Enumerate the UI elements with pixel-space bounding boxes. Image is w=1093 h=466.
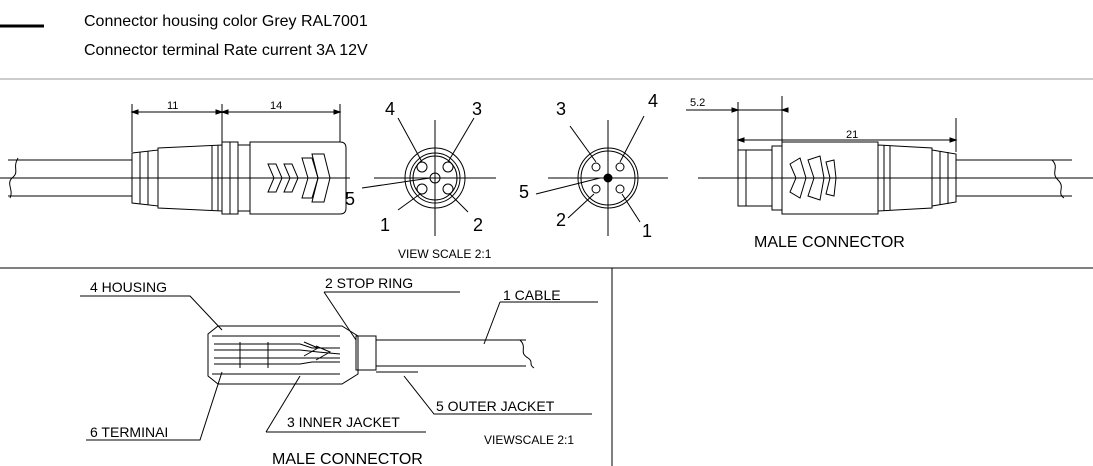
male-pin-2-label: 2	[556, 210, 566, 230]
section-view-scale-label: VIEWSCALE 2:1	[484, 433, 574, 447]
terminal-callout: 6 TERMINAI	[90, 424, 168, 440]
female-pin-1-label: 1	[380, 215, 390, 235]
stop-ring-callout: 2 STOP RING	[325, 275, 413, 291]
male-pin-5-label: 5	[519, 182, 529, 202]
housing-callout: 4 HOUSING	[90, 279, 167, 295]
male-pin-1-label: 1	[642, 221, 652, 241]
male-pin-3-label: 3	[556, 99, 566, 119]
male-connector-side-view	[686, 96, 1093, 215]
terminal-current-note: Connector terminal Rate current 3A 12V	[84, 42, 368, 59]
male-face-view	[535, 115, 668, 236]
female-connector-side-view	[0, 104, 350, 215]
female-face-view	[361, 117, 496, 236]
female-pin-2-label: 2	[473, 215, 483, 235]
dim-5-2-label: 5.2	[690, 97, 705, 109]
outer-jacket-callout: 5 OUTER JACKET	[436, 398, 555, 414]
cable-callout: 1 CABLE	[503, 287, 561, 303]
male-pin-4-label: 4	[648, 91, 658, 111]
male-connector-title-bottom: MALE CONNECTOR	[272, 451, 423, 466]
female-pin-4-label: 4	[385, 99, 395, 119]
dim-21-label: 21	[846, 129, 858, 141]
male-connector-section-view	[80, 291, 598, 441]
inner-jacket-callout: 3 INNER JACKET	[287, 414, 400, 430]
view-scale-label: VIEW SCALE 2:1	[398, 247, 492, 261]
female-pin-5-label: 5	[345, 189, 355, 209]
male-connector-title-top: MALE CONNECTOR	[754, 234, 905, 251]
housing-color-note: Connector housing color Grey RAL7001	[84, 13, 368, 30]
female-pin-3-label: 3	[472, 99, 482, 119]
dim-11-label: 11	[167, 100, 178, 112]
dim-14-label: 14	[270, 100, 282, 112]
